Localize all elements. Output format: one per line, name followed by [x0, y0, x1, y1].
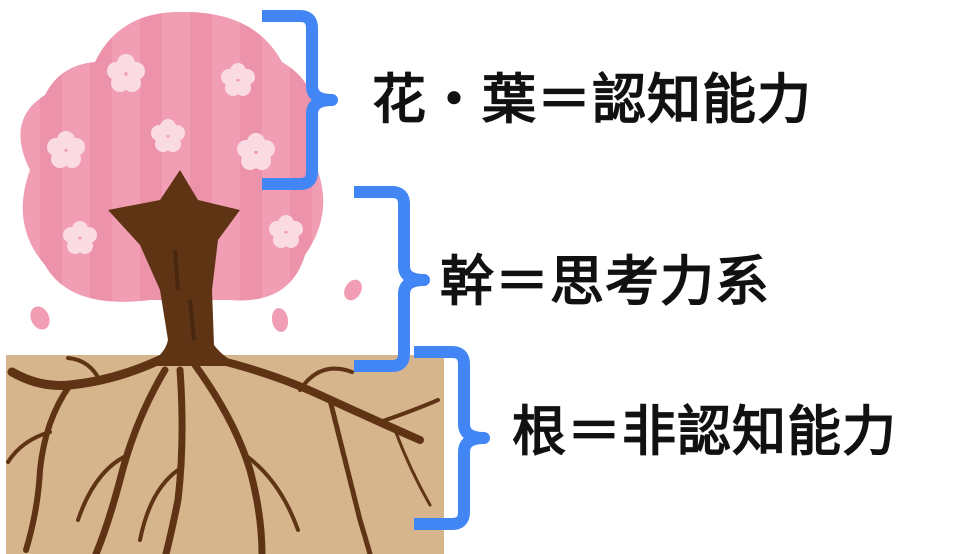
- sakura-flower-icon: [63, 221, 97, 254]
- label-roots: 根＝非認知能力: [512, 400, 897, 463]
- sakura-flower-icon: [221, 63, 255, 96]
- petal-icon: [344, 279, 362, 301]
- petal-icon: [271, 308, 289, 332]
- bracket-top: [262, 10, 338, 190]
- sakura-flower-icon: [151, 119, 185, 152]
- sakura-flower-icon: [237, 133, 275, 170]
- label-trunk: 幹＝思考力系: [440, 250, 770, 313]
- sakura-flower-icon: [269, 215, 303, 248]
- label-flowers-leaves: 花・葉＝認知能力: [372, 68, 812, 131]
- sakura-flower-icon: [107, 54, 145, 92]
- sakura-flowers: [47, 54, 303, 254]
- petal-icon: [30, 306, 50, 330]
- bracket-middle: [354, 186, 430, 372]
- brackets: [262, 10, 490, 530]
- sakura-flower-icon: [47, 131, 85, 168]
- falling-petals: [30, 279, 362, 332]
- bracket-bottom: [414, 346, 490, 530]
- tree-roots: [6, 350, 440, 554]
- tree-trunk: [108, 170, 245, 366]
